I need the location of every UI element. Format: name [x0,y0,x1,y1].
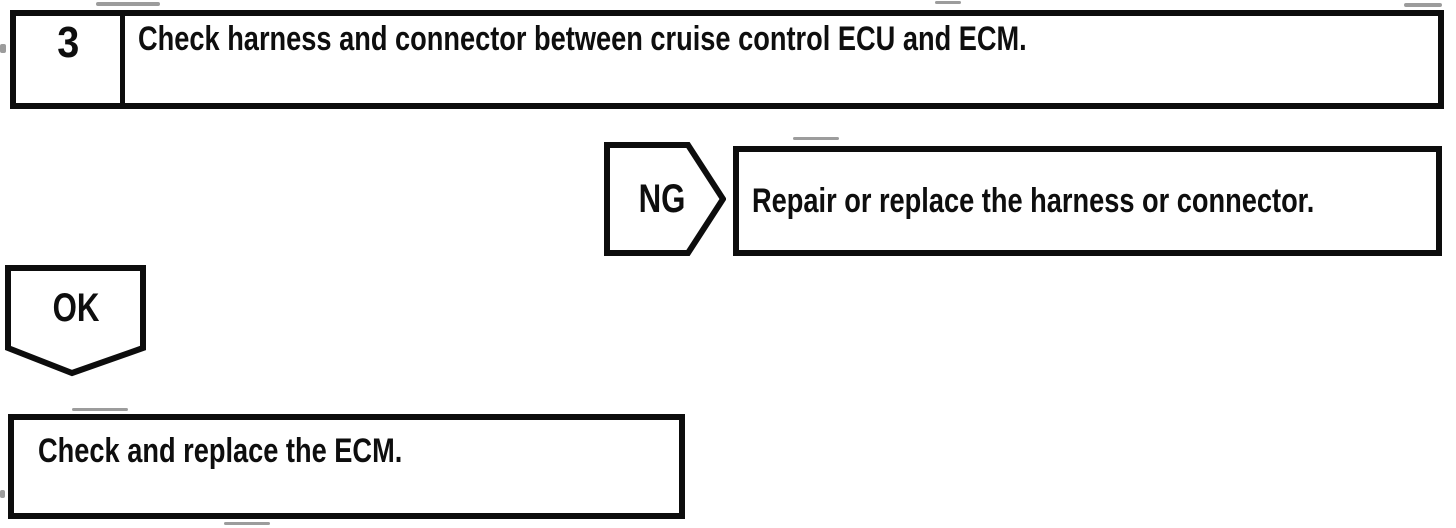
step-box: 3 Check harness and connector between cr… [10,10,1444,109]
step-instruction: Check harness and connector between crui… [138,20,1027,58]
scan-artifact [224,522,270,525]
ng-label-wrap: NG [604,145,720,253]
scan-artifact [0,490,5,498]
ok-label: OK [52,286,99,330]
ok-pentagon-shape [5,265,146,377]
step-number: 3 [56,18,80,67]
ng-action-box: Repair or replace the harness or connect… [733,146,1442,256]
scan-artifact [935,1,961,4]
ng-action-text: Repair or replace the harness or connect… [752,181,1315,220]
step-instruction-cell: Check harness and connector between crui… [125,16,1438,103]
scan-artifact [72,408,128,411]
ok-connector-arrow [5,264,147,377]
ng-connector-arrow [604,142,726,256]
scan-artifact [793,137,839,140]
step-number-cell: 3 [16,16,125,103]
scan-artifact [0,44,6,53]
ng-label: NG [638,177,686,221]
scan-artifact [96,2,160,6]
ok-action-text: Check and replace the ECM. [38,432,403,470]
ok-label-wrap: OK [8,268,143,348]
scan-artifact [1404,3,1442,7]
ng-pentagon-shape [604,142,726,256]
ok-action-box: Check and replace the ECM. [8,414,685,519]
